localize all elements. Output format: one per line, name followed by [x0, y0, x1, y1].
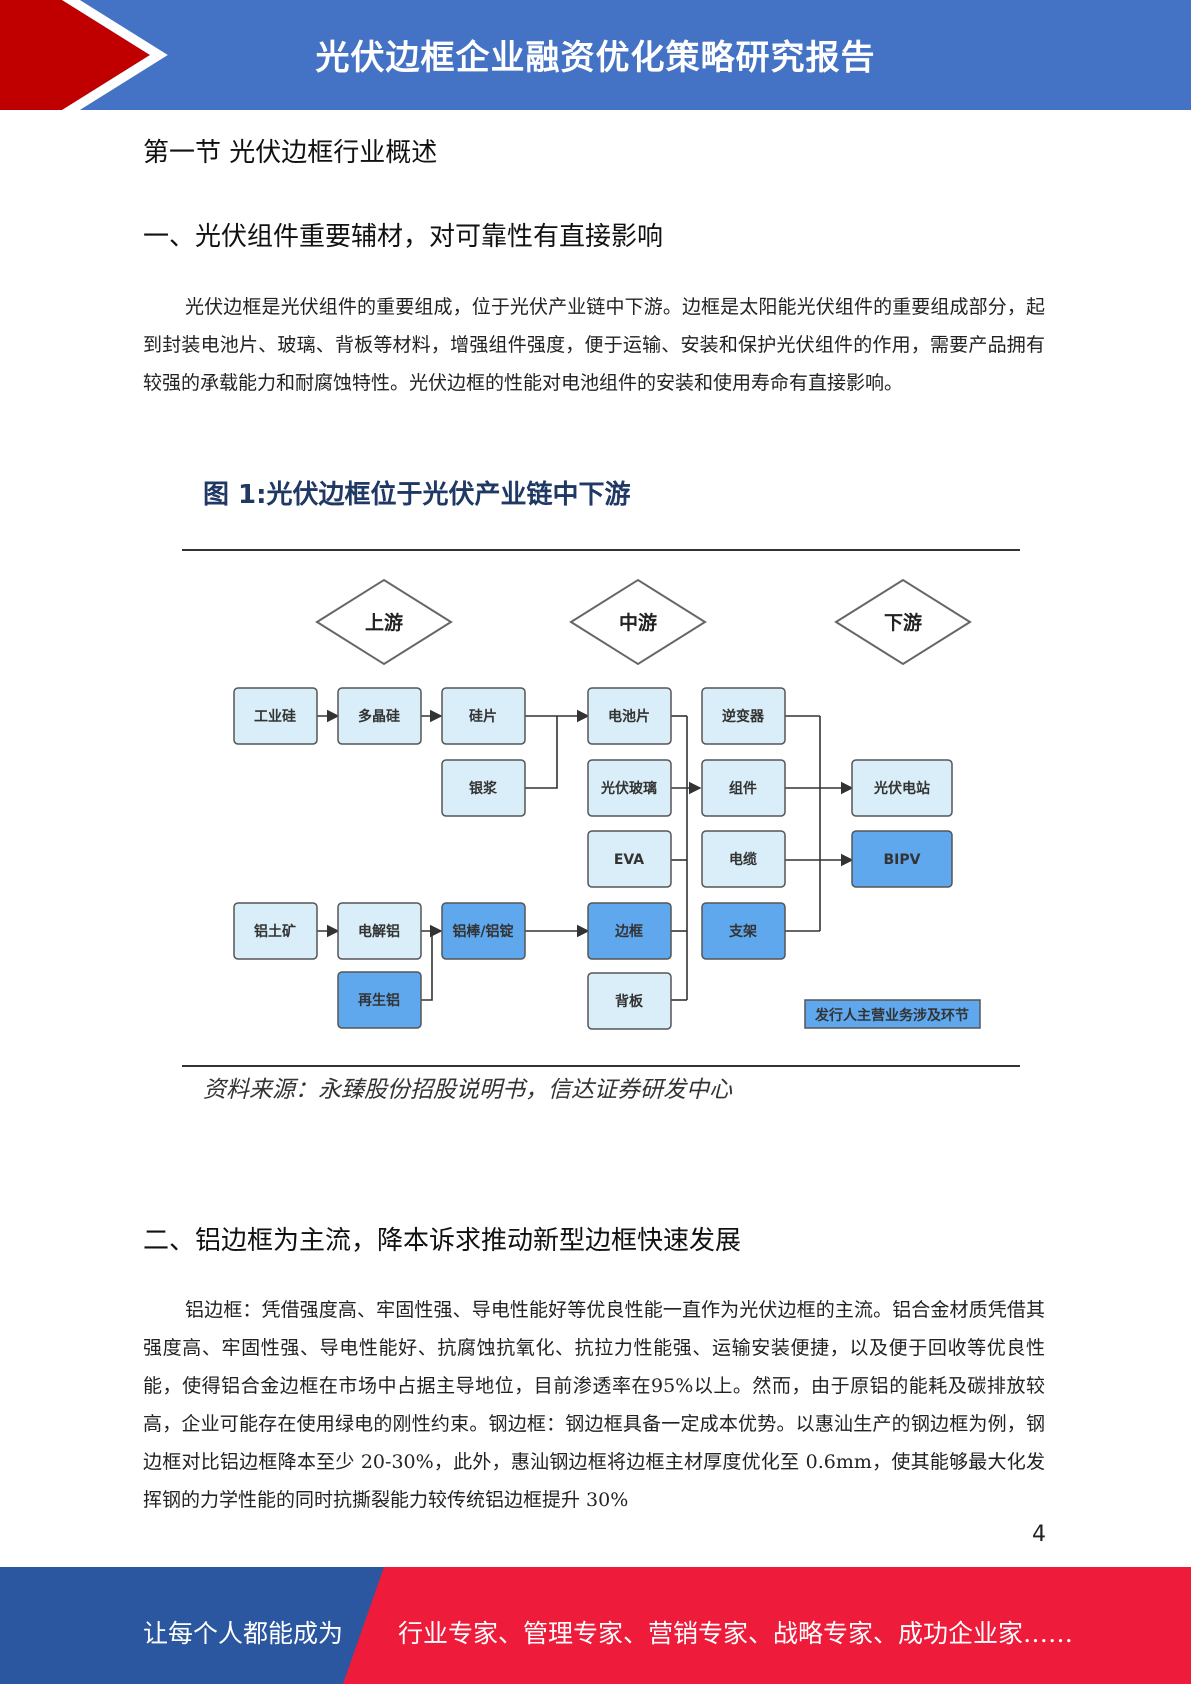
- header-chevron-graphic: [0, 0, 184, 110]
- diamond-downstream: 下游: [834, 578, 972, 666]
- box-eva: EVA: [587, 830, 672, 888]
- header-title: 光伏边框企业融资优化策略研究报告: [315, 38, 876, 78]
- box-al-rod: 铝棒/铝锭: [441, 902, 526, 960]
- box-recycled-al: 再生铝: [337, 971, 422, 1029]
- svg-text:硅片: 硅片: [469, 708, 497, 725]
- box-industrial-silicon: 工业硅: [233, 687, 318, 745]
- industry-chain-diagram: 上游 中游 下游 工业硅 多晶硅: [233, 578, 981, 1030]
- svg-text:背板: 背板: [615, 993, 644, 1010]
- page-header: 光伏边框企业融资优化策略研究报告: [0, 0, 1191, 110]
- diamond-upstream: 上游: [315, 578, 453, 666]
- footer-slogan-right: 行业专家、管理专家、营销专家、战略专家、成功企业家……: [398, 1619, 1074, 1648]
- box-electrolytic-al: 电解铝: [337, 902, 422, 960]
- box-cable: 电缆: [701, 830, 786, 888]
- box-polysilicon: 多晶硅: [337, 687, 422, 745]
- svg-text:逆变器: 逆变器: [722, 708, 765, 725]
- svg-text:光伏电站: 光伏电站: [873, 780, 930, 797]
- figure-bottom-rule: [182, 1065, 1020, 1067]
- legend-label: 发行人主营业务涉及环节: [814, 1007, 969, 1024]
- box-bauxite: 铝土矿: [233, 902, 318, 960]
- paragraph-1: 光伏边框是光伏组件的重要组成，位于光伏产业链中下游。边框是太阳能光伏组件的重要组…: [143, 296, 1045, 394]
- svg-text:电池片: 电池片: [608, 708, 650, 725]
- svg-text:铝土矿: 铝土矿: [254, 923, 296, 940]
- svg-text:组件: 组件: [729, 780, 757, 797]
- section-title: 第一节 光伏边框行业概述: [143, 138, 438, 168]
- box-silver-paste: 银浆: [441, 759, 526, 817]
- footer-slogan-left: 让每个人都能成为: [143, 1619, 344, 1648]
- box-bipv: BIPV: [851, 830, 953, 888]
- box-pv-station: 光伏电站: [851, 759, 953, 817]
- heading-1: 一、光伏组件重要辅材，对可靠性有直接影响: [143, 222, 664, 252]
- box-pv-glass: 光伏玻璃: [587, 759, 672, 817]
- diamond-midstream: 中游: [569, 578, 707, 666]
- svg-text:EVA: EVA: [614, 852, 644, 868]
- stage-midstream-label: 中游: [619, 611, 657, 634]
- box-wafer: 硅片: [441, 687, 526, 745]
- box-backsheet: 背板: [587, 972, 672, 1030]
- svg-text:电解铝: 电解铝: [358, 923, 400, 940]
- paragraph-2: 铝边框：凭借强度高、牢固性强、导电性能好等优良性能一直作为光伏边框的主流。铝合金…: [143, 1299, 1045, 1511]
- connectors: [317, 709, 854, 1001]
- svg-text:铝棒/铝锭: 铝棒/铝锭: [452, 923, 513, 940]
- svg-text:多晶硅: 多晶硅: [358, 708, 400, 725]
- svg-text:光伏玻璃: 光伏玻璃: [600, 780, 657, 797]
- svg-text:银浆: 银浆: [469, 780, 498, 797]
- svg-text:边框: 边框: [614, 923, 643, 940]
- stage-downstream-label: 下游: [884, 611, 922, 634]
- figure-title: 图 1:光伏边框位于光伏产业链中下游: [203, 480, 631, 510]
- figure-source: 资料来源：永臻股份招股说明书，信达证券研发中心: [203, 1077, 732, 1103]
- svg-text:再生铝: 再生铝: [358, 992, 400, 1009]
- footer-background: [0, 1567, 1191, 1684]
- box-inverter: 逆变器: [701, 687, 786, 745]
- svg-text:BIPV: BIPV: [884, 852, 921, 868]
- box-frame: 边框: [587, 902, 672, 960]
- svg-text:支架: 支架: [728, 923, 757, 940]
- stage-upstream-label: 上游: [365, 611, 403, 634]
- box-cell: 电池片: [587, 687, 672, 745]
- svg-text:电缆: 电缆: [729, 851, 757, 868]
- figure-top-rule: [182, 549, 1020, 551]
- legend-box: 发行人主营业务涉及环节: [804, 999, 981, 1029]
- page-number: 4: [1032, 1522, 1046, 1547]
- box-module: 组件: [701, 759, 786, 817]
- box-bracket: 支架: [701, 902, 786, 960]
- page-footer: [0, 1567, 1191, 1684]
- heading-2: 二、铝边框为主流，降本诉求推动新型边框快速发展: [143, 1226, 742, 1256]
- svg-text:工业硅: 工业硅: [254, 708, 296, 725]
